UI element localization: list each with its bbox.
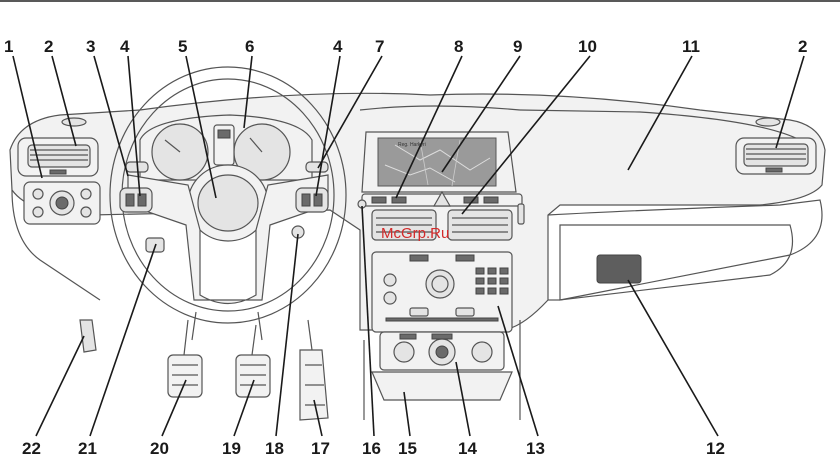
callout-22: 22 <box>22 439 41 458</box>
callout-16: 16 <box>362 439 381 458</box>
leader-lines <box>12 55 805 437</box>
callout-4-left: 4 <box>120 37 130 56</box>
left-air-vent <box>17 137 99 177</box>
callout-numbers-top: 1 2 3 4 5 6 4 7 8 9 10 11 2 <box>4 37 807 56</box>
right-spoke-switch <box>295 187 329 213</box>
callout-9: 9 <box>513 37 522 56</box>
clutch-pedal <box>167 354 203 398</box>
screen-text: Reg. Harkyri <box>398 142 426 148</box>
callout-3: 3 <box>86 37 95 56</box>
right-air-vent <box>735 137 817 175</box>
callout-17: 17 <box>311 439 330 458</box>
left-tweeter <box>61 117 87 127</box>
callout-19: 19 <box>222 439 241 458</box>
callout-2-right: 2 <box>798 37 807 56</box>
callout-15: 15 <box>398 439 417 458</box>
hazard-warning-button <box>432 190 452 207</box>
steering-column <box>191 311 263 341</box>
callout-2-left: 2 <box>44 37 53 56</box>
callout-14: 14 <box>458 439 477 458</box>
callout-13: 13 <box>526 439 545 458</box>
callout-12: 12 <box>706 439 725 458</box>
callout-numbers-bottom: 22 21 20 19 18 17 16 15 14 13 12 <box>22 439 725 458</box>
callout-8: 8 <box>454 37 463 56</box>
steering-wheel <box>109 66 347 324</box>
right-tweeter <box>755 117 781 127</box>
wiper-stalk <box>305 161 329 173</box>
storage-compartment <box>363 320 521 420</box>
callout-6: 6 <box>245 37 254 56</box>
bonnet-release-lever <box>79 319 97 353</box>
audio-keypad <box>475 267 509 295</box>
callout-18: 18 <box>265 439 284 458</box>
callout-20: 20 <box>150 439 169 458</box>
watermark: McGrp.Ru <box>381 225 449 242</box>
left-spoke-switch <box>119 187 153 213</box>
instrument-cluster <box>139 114 313 181</box>
callout-21: 21 <box>78 439 97 458</box>
callout-7: 7 <box>375 37 384 56</box>
callout-10: 10 <box>578 37 597 56</box>
callout-5: 5 <box>178 37 187 56</box>
audio-system <box>371 251 513 333</box>
glovebox-handle <box>596 254 642 284</box>
brake-pedal <box>235 354 271 398</box>
callout-1: 1 <box>4 37 13 56</box>
climate-control <box>379 331 505 371</box>
pedals <box>167 319 329 421</box>
callout-4-right: 4 <box>333 37 343 56</box>
callout-11: 11 <box>682 37 700 56</box>
info-display: Reg. Harkyri <box>361 131 517 193</box>
left-switch-panel <box>23 181 101 225</box>
hazard-and-vents <box>357 190 525 241</box>
